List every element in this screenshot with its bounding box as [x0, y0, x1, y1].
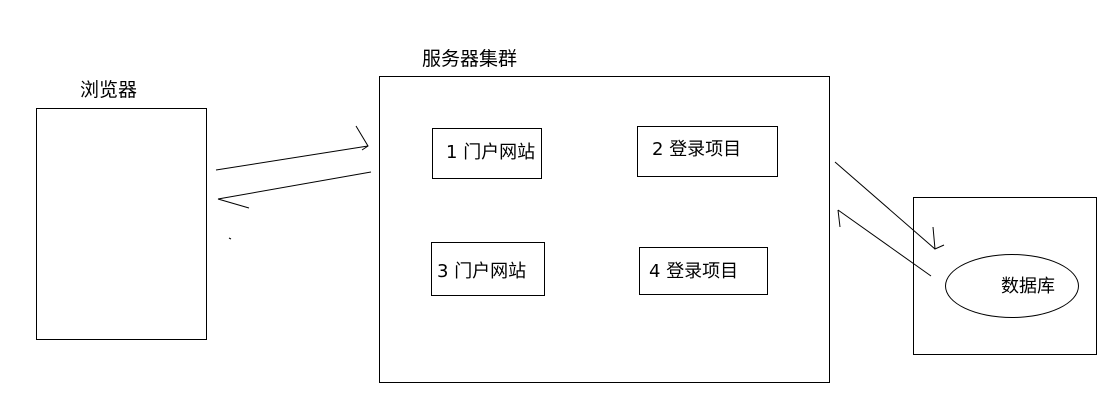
node-1-box [432, 128, 542, 179]
node-1-number: 1 [446, 142, 458, 163]
node-3-text: 3 门户网站 [437, 261, 526, 283]
node-2-name: 登录项目 [669, 139, 742, 160]
node-1-name: 门户网站 [463, 142, 536, 163]
cluster-label: 服务器集群 [422, 48, 518, 70]
arrow-browser-to-cluster [215, 145, 369, 171]
arrow-database-to-cluster [837, 209, 932, 277]
browser-box [36, 108, 207, 340]
arrow-cluster-to-browser-head [217, 198, 250, 209]
node-3-name: 门户网站 [454, 261, 527, 282]
database-label: 数据库 [1001, 276, 1055, 297]
database-box [913, 197, 1097, 355]
arrow-cluster-to-browser [217, 171, 372, 200]
node-4-name: 登录项目 [666, 261, 739, 282]
node-3-number: 3 [437, 261, 449, 282]
node-2-text: 2 登录项目 [652, 139, 741, 161]
node-2-box [637, 126, 778, 177]
cluster-box [379, 76, 830, 383]
arrow-browser-to-cluster-head [355, 125, 369, 151]
node-4-text: 4 登录项目 [649, 261, 738, 283]
stray-mark [228, 237, 232, 240]
arrow-cluster-to-database-head [932, 226, 945, 250]
node-2-number: 2 [652, 139, 664, 160]
node-4-number: 4 [649, 261, 661, 282]
node-1-text: 1 门户网站 [446, 142, 535, 164]
node-4-box [639, 247, 768, 295]
arrow-cluster-to-database [834, 161, 936, 250]
database-ellipse [945, 254, 1079, 318]
node-3-box [431, 242, 545, 296]
arrow-database-to-cluster-head [837, 209, 841, 228]
browser-label: 浏览器 [80, 79, 138, 101]
